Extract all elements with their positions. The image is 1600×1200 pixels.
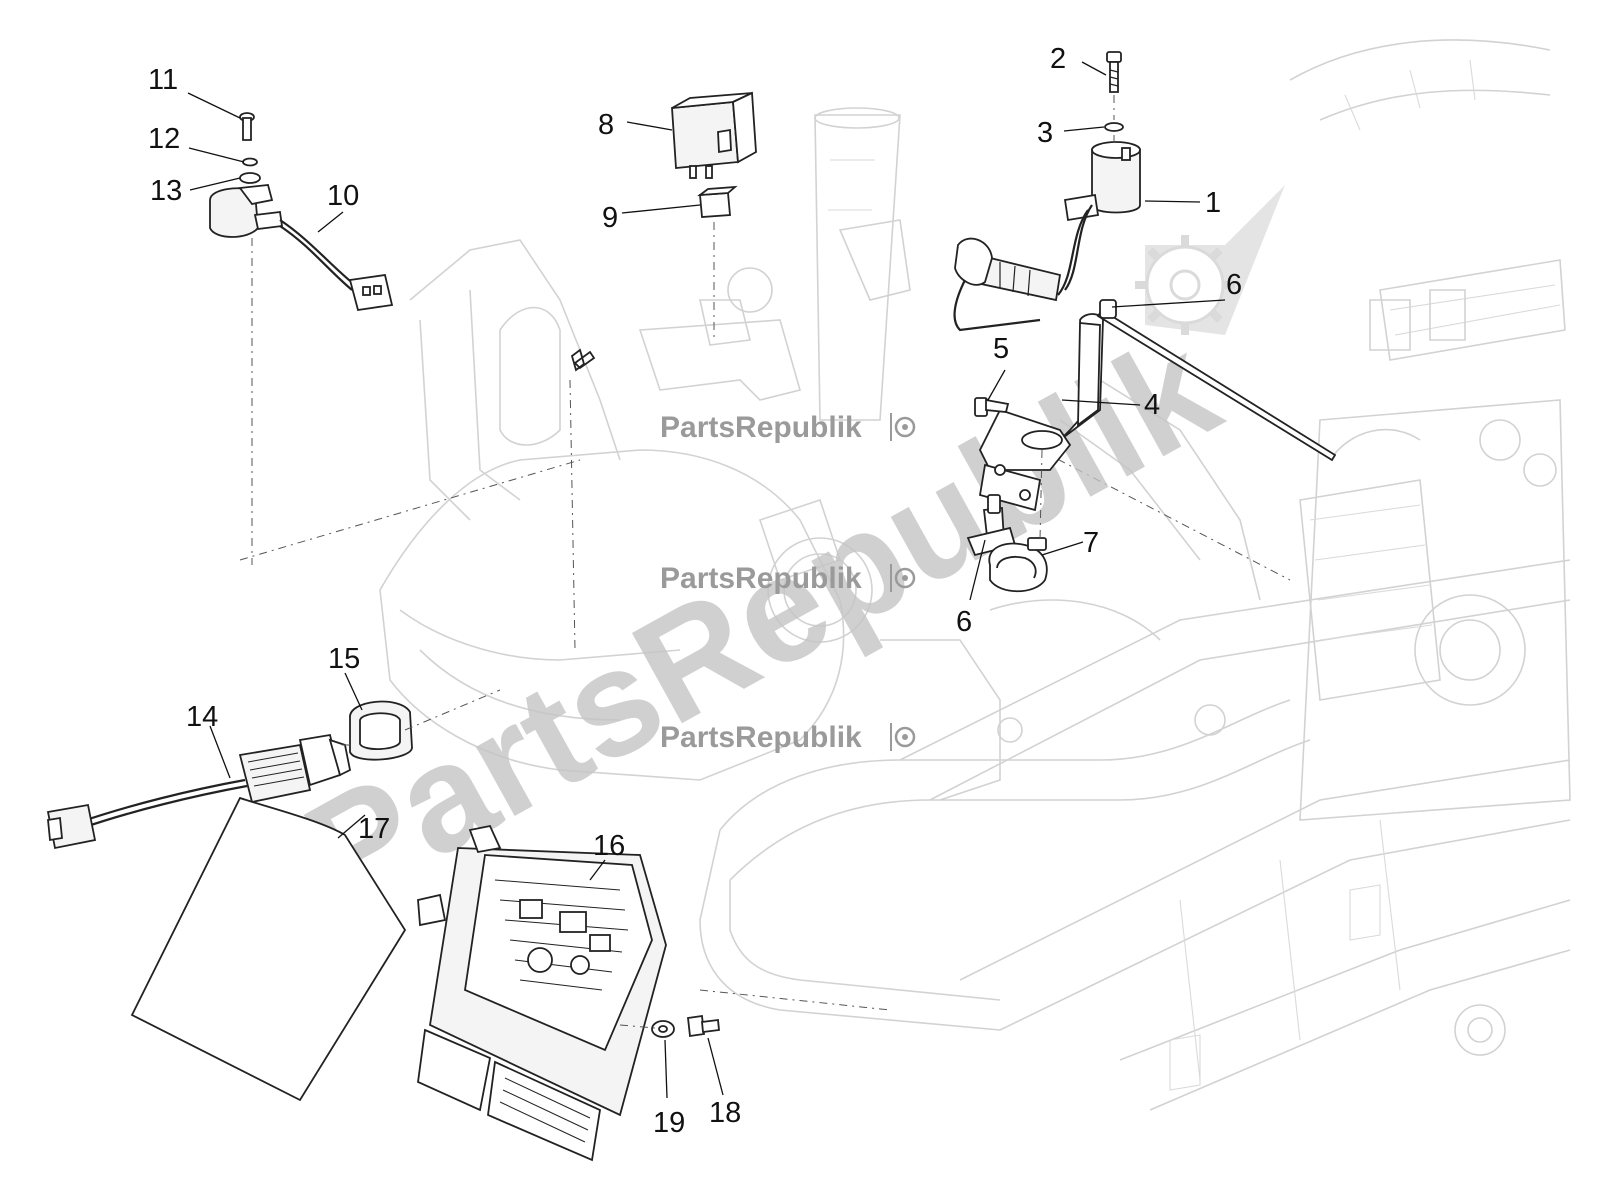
gear-icon	[1135, 185, 1285, 335]
part-6-cable-tie-upper	[1096, 299, 1337, 462]
part-4-bracket	[978, 313, 1104, 512]
part-9-rubber-block	[697, 185, 738, 218]
part-19-washer	[651, 1020, 675, 1038]
gear-icon	[890, 564, 916, 592]
callout-1: 1	[1205, 187, 1221, 219]
part-1-ignition-coil	[953, 141, 1141, 332]
callout-16: 16	[593, 830, 625, 862]
callout-8: 8	[598, 109, 614, 141]
watermark-small-text: PartsRepublik	[660, 562, 862, 595]
gear-icon	[890, 413, 916, 441]
callout-5: 5	[993, 333, 1009, 365]
part-13-washer	[239, 172, 261, 184]
watermark-small-1: PartsRepublik	[660, 411, 916, 444]
watermark-small-3: PartsRepublik	[660, 721, 916, 754]
part-16-control-unit	[417, 824, 667, 1162]
callout-15: 15	[328, 643, 360, 675]
callout-13: 13	[150, 175, 182, 207]
part-10-sensor	[209, 184, 394, 312]
assembly-lines	[251, 95, 1115, 1029]
callout-14: 14	[186, 701, 218, 733]
callout-12: 12	[148, 123, 180, 155]
part-17-plate	[130, 796, 407, 1102]
callout-4: 4	[1144, 389, 1160, 421]
callout-3: 3	[1037, 117, 1053, 149]
part-7-clamp	[988, 537, 1048, 593]
part-8-relay	[671, 91, 757, 179]
leader-lines	[187, 61, 1226, 1099]
part-15-grommet	[349, 700, 413, 761]
part-6-fastener-lower	[966, 494, 1017, 557]
part-5-bolt	[974, 397, 1010, 417]
watermark-small-2: PartsRepublik	[660, 562, 916, 595]
part-12-washer	[242, 157, 258, 167]
part-14-connector	[46, 733, 352, 850]
parts	[46, 51, 1337, 1162]
callout-labels: 1 2 3 4 5 6 6 7 8 9 10 11 12 13 14 15 16…	[148, 43, 1242, 1139]
callout-19: 19	[653, 1107, 685, 1139]
callout-2: 2	[1050, 43, 1066, 75]
watermark-small-text: PartsRepublik	[660, 411, 862, 444]
callout-11: 11	[148, 64, 178, 96]
part-11-screw	[239, 112, 255, 141]
callout-17: 17	[358, 813, 390, 845]
callout-18: 18	[709, 1097, 741, 1129]
watermark: PartsRepublik PartsRepublik PartsRepubli…	[279, 185, 1285, 938]
callout-9: 9	[602, 202, 618, 234]
callout-10: 10	[327, 180, 359, 212]
frame-screw	[570, 348, 596, 372]
part-3-washer	[1104, 122, 1124, 132]
callout-7: 7	[1083, 527, 1099, 559]
callout-6b: 6	[956, 606, 972, 638]
part-2-bolt	[1106, 51, 1122, 93]
watermark-small-text: PartsRepublik	[660, 721, 862, 754]
gear-icon	[890, 723, 916, 751]
part-18-bolt	[687, 1014, 720, 1038]
callout-6: 6	[1226, 269, 1242, 301]
